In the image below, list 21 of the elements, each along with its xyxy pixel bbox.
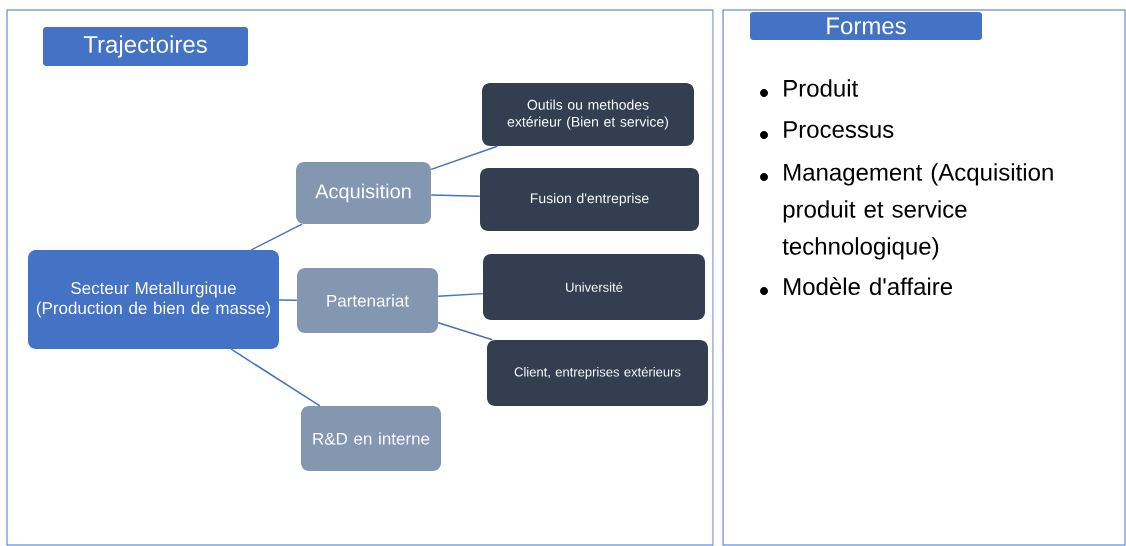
connector-line (278, 299, 298, 301)
leaf-box: Université (483, 254, 705, 320)
bullet-text: Modèle d'affaire (784, 277, 953, 296)
heading-box: Trajectoires (43, 27, 248, 66)
leaf-box: Outils ou methodes extérieur (Bien et service) (482, 83, 694, 146)
connector-line (250, 223, 303, 251)
heading-box: Formes (750, 12, 982, 40)
leaf-box: Fusion d'entreprise (480, 168, 699, 231)
bullet-text: Processus (784, 121, 894, 138)
connector-line (430, 194, 481, 198)
connector-line (437, 322, 494, 341)
branch-box: Acquisition (296, 162, 431, 224)
branch-box: Partenariat (297, 268, 438, 333)
connector-line (230, 348, 321, 407)
connector-line (430, 145, 499, 171)
bullet-text: Management (Acquisition produit et service technologique) (782, 163, 1053, 260)
root-box: Secteur Metallurgique (Production de bien de masse) (28, 250, 279, 349)
connector-line (437, 292, 484, 298)
branch-box: R&D en interne (301, 406, 441, 471)
leaf-box: Client, entreprises extérieurs (487, 340, 708, 406)
bullet-text: Produit (784, 79, 859, 97)
